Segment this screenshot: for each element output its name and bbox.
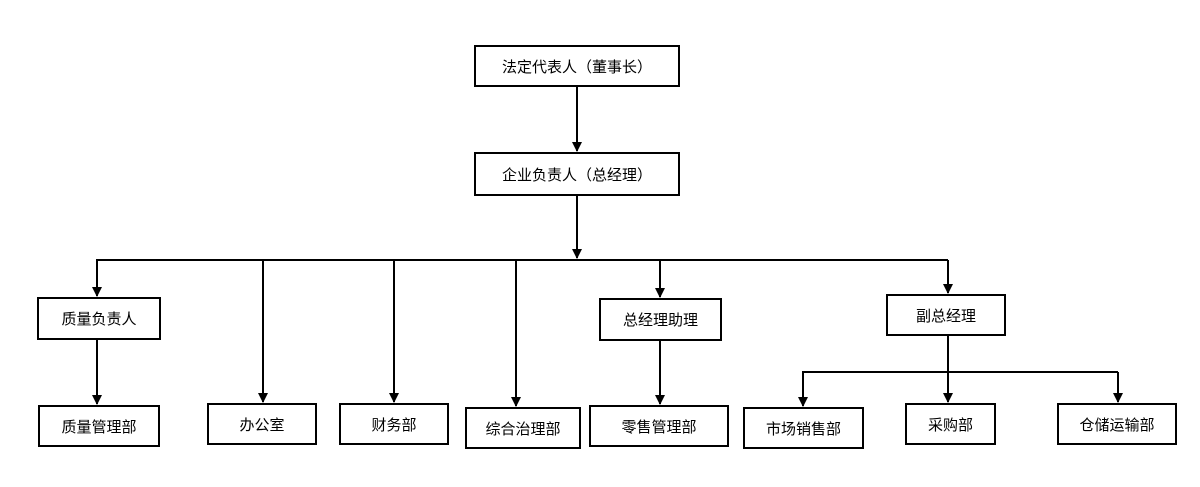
node-office: 办公室 — [207, 403, 317, 445]
node-purchasing-dept: 采购部 — [905, 403, 996, 445]
node-logistics-dept: 仓储运输部 — [1057, 403, 1177, 445]
node-finance-dept: 财务部 — [339, 403, 449, 445]
node-sales-dept: 市场销售部 — [743, 407, 864, 449]
node-governance-dept: 综合治理部 — [465, 407, 581, 449]
node-general-manager: 企业负责人（总经理） — [474, 152, 680, 196]
node-quality-dept: 质量管理部 — [38, 405, 160, 447]
node-deputy-gm: 副总经理 — [886, 294, 1006, 336]
node-retail-dept: 零售管理部 — [589, 405, 729, 447]
node-gm-assistant: 总经理助理 — [599, 298, 722, 341]
node-quality-head: 质量负责人 — [37, 297, 161, 340]
node-legal-representative: 法定代表人（董事长） — [474, 45, 680, 87]
